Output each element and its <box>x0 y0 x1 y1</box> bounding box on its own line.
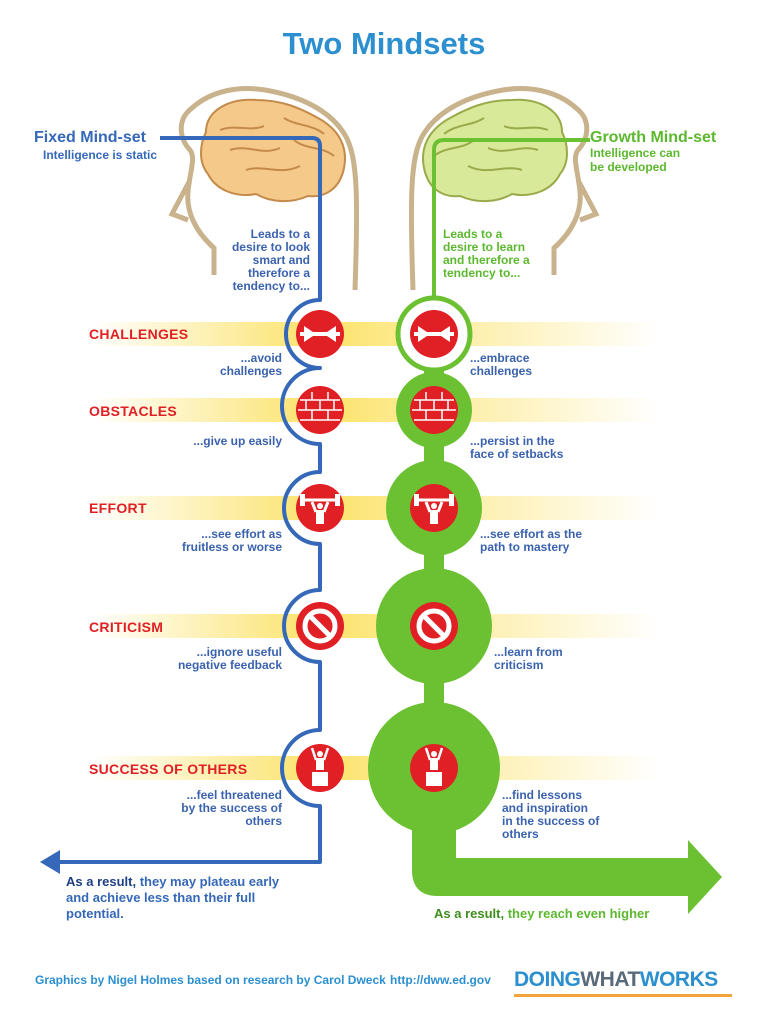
growth-head-outline <box>408 86 600 291</box>
growth-brain <box>422 98 568 202</box>
fixed-leads-line: Leads to a <box>250 227 310 241</box>
fixed-leads-line: therefore a <box>247 266 310 280</box>
logo-accent-bar <box>514 994 732 997</box>
response-line: ...see effort as <box>201 527 282 541</box>
response-line: ...ignore useful <box>196 645 282 659</box>
growth-leads-line: desire to learn <box>443 240 526 254</box>
category-criticism: CRITICISM <box>89 619 164 635</box>
growth-mindset-title: Growth Mind-set <box>590 129 717 146</box>
doingwhatworks-logo: DOINGWHATWORKS <box>514 968 718 992</box>
fixed-arrowhead <box>40 850 60 874</box>
fixed-mindset-title: Fixed Mind-set <box>34 129 147 146</box>
fixed-result-line: potential. <box>66 906 124 921</box>
response-line: challenges <box>219 364 282 378</box>
response-line: ...find lessons <box>502 788 583 802</box>
growth-result: As a result, they reach even higher <box>434 906 649 922</box>
fixed-brain <box>200 98 346 202</box>
fixed-result-lead: As a result, <box>66 874 137 889</box>
growth-result-text: they reach even higher <box>504 906 650 921</box>
category-success-of-others: SUCCESS OF OTHERS <box>89 761 248 777</box>
fixed-leads-to: Leads to a desire to look smart and ther… <box>180 228 310 293</box>
growth-subtitle-line: Intelligence can <box>590 146 681 160</box>
arrows-inward-icon <box>296 310 458 358</box>
response-line: others <box>502 827 539 841</box>
fixed-response-success: ...feel threatened by the success of oth… <box>140 789 282 828</box>
fixed-mindset-subtitle: Intelligence is static <box>43 148 158 162</box>
fixed-mindset-path <box>58 136 322 864</box>
response-line: criticism <box>494 658 544 672</box>
response-line: path to mastery <box>480 540 570 554</box>
growth-subtitle-line: be developed <box>590 160 667 174</box>
fixed-leads-line: smart and <box>252 253 310 267</box>
response-line: face of setbacks <box>470 447 564 461</box>
growth-response-criticism: ...learn from criticism <box>494 646 563 672</box>
fixed-response-obstacles: ...give up easily <box>140 435 282 448</box>
response-line: ...feel threatened <box>186 788 282 802</box>
growth-leads-to: Leads to a desire to learn and therefore… <box>443 228 530 280</box>
page-title: Two Mindsets <box>282 26 486 61</box>
credit-text: Graphics by Nigel Holmes based on resear… <box>35 973 386 987</box>
response-line: by the success of <box>181 801 282 815</box>
fixed-head-outline <box>168 86 360 291</box>
category-obstacles: OBSTACLES <box>89 403 177 419</box>
fixed-response-criticism: ...ignore useful negative feedback <box>140 646 282 672</box>
growth-mindset-subtitle: Intelligence can be developed <box>590 146 680 174</box>
response-line: and inspiration <box>502 801 589 815</box>
fixed-leads-line: tendency to... <box>232 279 310 293</box>
growth-leads-line: and therefore a <box>443 253 530 267</box>
growth-response-obstacles: ...persist in the face of setbacks <box>470 435 563 461</box>
brick-wall-icon <box>296 386 458 434</box>
fixed-result-line: they may plateau early <box>136 874 280 889</box>
response-line: ...give up easily <box>193 434 282 448</box>
fixed-result-line: and achieve less than their full <box>66 890 256 905</box>
growth-leads-line: tendency to... <box>443 266 521 280</box>
category-effort: EFFORT <box>89 500 147 516</box>
category-challenges: CHALLENGES <box>89 326 189 342</box>
growth-leads-line: Leads to a <box>443 227 503 241</box>
growth-response-challenges: ...embrace challenges <box>470 352 532 378</box>
logo-what: WHAT <box>580 968 640 991</box>
weightlifter-icon <box>296 484 458 532</box>
response-line: ...learn from <box>494 645 563 659</box>
response-line: fruitless or worse <box>181 540 282 554</box>
growth-response-effort: ...see effort as the path to mastery <box>480 528 582 554</box>
response-line: in the success of <box>502 814 600 828</box>
fixed-response-effort: ...see effort as fruitless or worse <box>140 528 282 554</box>
growth-result-lead: As a result, <box>434 906 505 921</box>
fixed-result: As a result, they may plateau early and … <box>66 874 326 922</box>
response-line: others <box>245 814 282 828</box>
logo-doing: DOING <box>514 968 581 991</box>
response-line: ...see effort as the <box>480 527 583 541</box>
source-url[interactable]: http://dww.ed.gov <box>390 973 491 987</box>
prohibition-icon <box>296 602 458 650</box>
fixed-response-challenges: ...avoid challenges <box>140 352 282 378</box>
winner-podium-icon <box>296 744 458 792</box>
response-line: challenges <box>470 364 533 378</box>
fixed-leads-line: desire to look <box>231 240 310 254</box>
growth-response-success: ...find lessons and inspiration in the s… <box>502 789 599 841</box>
response-line: ...persist in the <box>470 434 555 448</box>
logo-works: WORKS <box>639 968 719 991</box>
response-line: negative feedback <box>177 658 282 672</box>
response-line: ...avoid <box>240 351 282 365</box>
response-line: ...embrace <box>470 351 530 365</box>
